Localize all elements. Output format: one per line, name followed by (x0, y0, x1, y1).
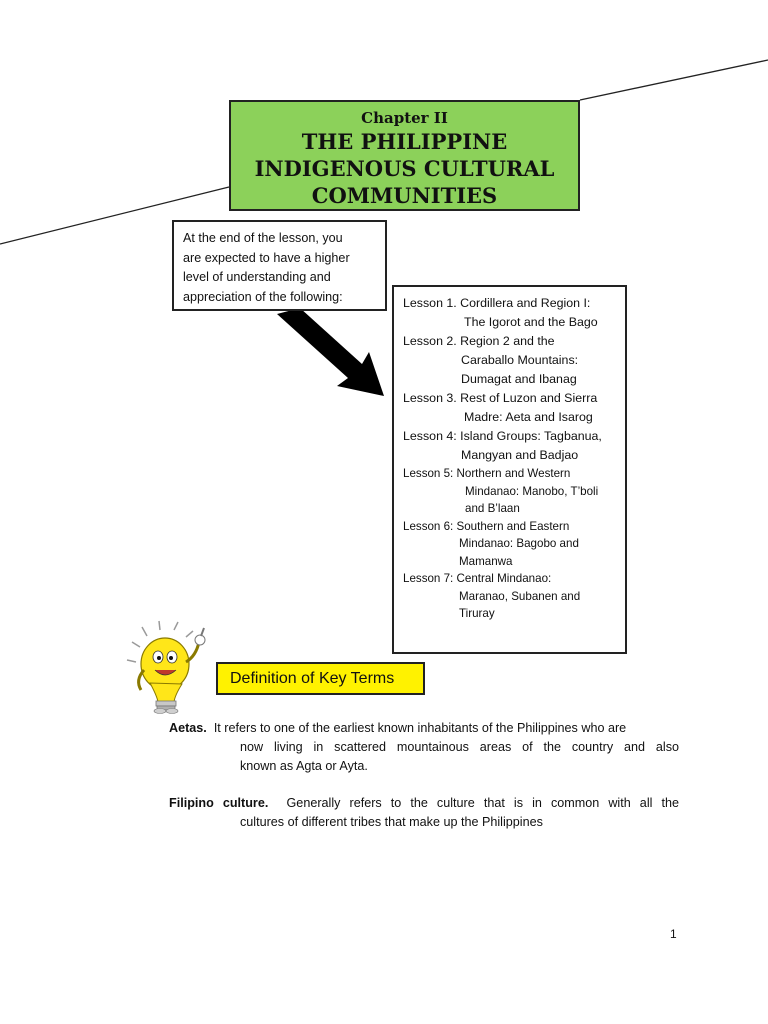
definition-text: known as Agta or Ayta. (240, 759, 368, 773)
lesson-objective-box: At the end of the lesson, you are expect… (172, 220, 387, 311)
lesson-continuation: Mindanao: Bagobo and (459, 537, 579, 550)
lesson-item: Lesson 3. Rest of Luzon and Sierra Madre… (403, 389, 625, 427)
lesson-item: Lesson 1. Cordillera and Region I: The I… (403, 294, 625, 332)
chapter-title-box: Chapter II THE PHILIPPINE INDIGENOUS CUL… (229, 100, 580, 211)
lesson-continuation: Madre: Aeta and Isarog (464, 410, 593, 424)
decorative-diagonal-line-right (579, 59, 768, 101)
lesson-title: Lesson 2. Region 2 and the (403, 334, 555, 348)
lesson-title: Lesson 4: Island Groups: Tagbanua, (403, 429, 602, 443)
definition-filipino-culture: Filipino culture. Generally refers to th… (169, 794, 679, 832)
lesson-title: Lesson 7: Central Mindanao: (403, 572, 552, 585)
objective-line: are expected to have a higher (183, 250, 350, 265)
chapter-label: Chapter II (361, 109, 448, 127)
lesson-continuation: Dumagat and Ibanag (461, 372, 577, 386)
definition-aetas: Aetas. It refers to one of the earliest … (169, 719, 679, 776)
lesson-continuation: Caraballo Mountains: (461, 353, 579, 367)
lesson-continuation: Mamanwa (459, 554, 513, 568)
definition-first-line: Aetas. It refers to one of the earliest … (169, 719, 679, 738)
chapter-title-line: INDIGENOUS CULTURAL (254, 156, 555, 181)
lesson-continuation: Maranao, Subanen and (459, 589, 581, 603)
lesson-continuation: and B’laan (465, 502, 520, 515)
objective-line: appreciation of the following: (183, 289, 343, 304)
lesson-title: Lesson 5: Northern and Western (403, 467, 571, 480)
lesson-continuation: Mindanao: Manobo, T’boli (465, 484, 599, 498)
lesson-title: Lesson 6: Southern and Eastern (403, 519, 570, 533)
lesson-list-box: Lesson 1. Cordillera and Region I: The I… (392, 285, 627, 654)
lesson-item: Lesson 4: Island Groups: Tagbanua, Mangy… (403, 427, 625, 465)
definition-text: Generally refers to the culture that is … (286, 796, 679, 810)
chapter-title: THE PHILIPPINE INDIGENOUS CULTURAL COMMU… (231, 128, 578, 209)
key-terms-heading: Definition of Key Terms (216, 662, 425, 695)
objective-line: At the end of the lesson, you (183, 231, 343, 245)
lesson-continuation: The Igorot and the Bago (464, 315, 598, 329)
objective-line: level of understanding and (183, 270, 331, 284)
lesson-item: Lesson 6: Southern and Eastern Mindanao:… (403, 518, 625, 571)
lesson-title: Lesson 1. Cordillera and Region I: (403, 296, 591, 310)
definition-first-line: Filipino culture. Generally refers to th… (169, 794, 679, 813)
definition-text: now living in scattered mountainous area… (240, 740, 679, 754)
definition-text: cultures of different tribes that make u… (240, 815, 543, 829)
lesson-item: Lesson 7: Central Mindanao: Maranao, Sub… (403, 570, 625, 623)
definition-term: Aetas. (169, 721, 207, 735)
chapter-title-line: THE PHILIPPINE (301, 129, 508, 154)
lesson-continuation: Tiruray (459, 607, 495, 620)
definition-term: Filipino culture. (169, 796, 269, 810)
decorative-diagonal-line-left (0, 186, 230, 245)
lesson-item: Lesson 5: Northern and Western Mindanao:… (403, 465, 625, 518)
lightbulb-mascot-icon (126, 620, 206, 714)
lesson-title: Lesson 3. Rest of Luzon and Sierra (403, 391, 598, 405)
definition-text: It refers to one of the earliest known i… (213, 721, 627, 735)
arrow-down-right-icon (277, 308, 384, 396)
page-number: 1 (670, 927, 677, 941)
lesson-item: Lesson 2. Region 2 and the Caraballo Mou… (403, 332, 625, 389)
lesson-continuation: Mangyan and Badjao (461, 448, 579, 462)
chapter-title-line: COMMUNITIES (311, 183, 498, 208)
